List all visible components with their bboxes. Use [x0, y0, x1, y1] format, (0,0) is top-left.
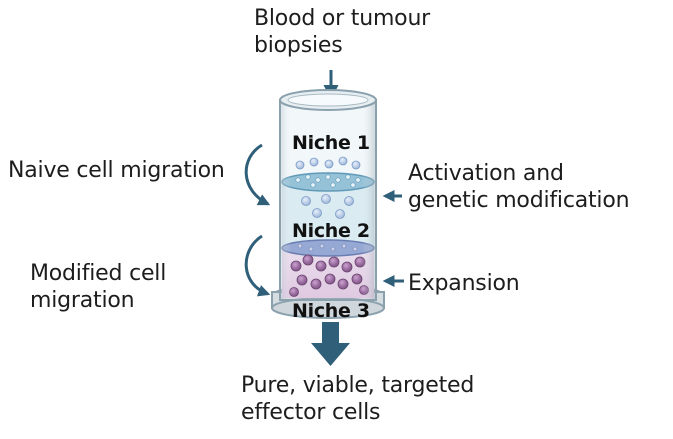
naive-migration-label: Naive cell migration [8, 158, 225, 183]
output-arrow-head [311, 343, 350, 366]
output-arrow-shaft [322, 322, 339, 344]
naive-migration-arrow [244, 143, 271, 206]
niche-3-label: Niche 3 [292, 300, 370, 322]
expansion-label: Expansion [408, 271, 520, 296]
modified-migration-arrow [244, 234, 271, 297]
activation-label: Activation and genetic modification [408, 161, 630, 213]
input-label: Blood or tumour biopsies [254, 6, 431, 58]
niche-1-label: Niche 1 [292, 132, 370, 154]
niche-2-label: Niche 2 [292, 220, 370, 242]
modified-migration-label: Modified cell migration [30, 261, 167, 313]
container-glass [279, 99, 377, 301]
output-label: Pure, viable, targeted effector cells [241, 373, 475, 425]
